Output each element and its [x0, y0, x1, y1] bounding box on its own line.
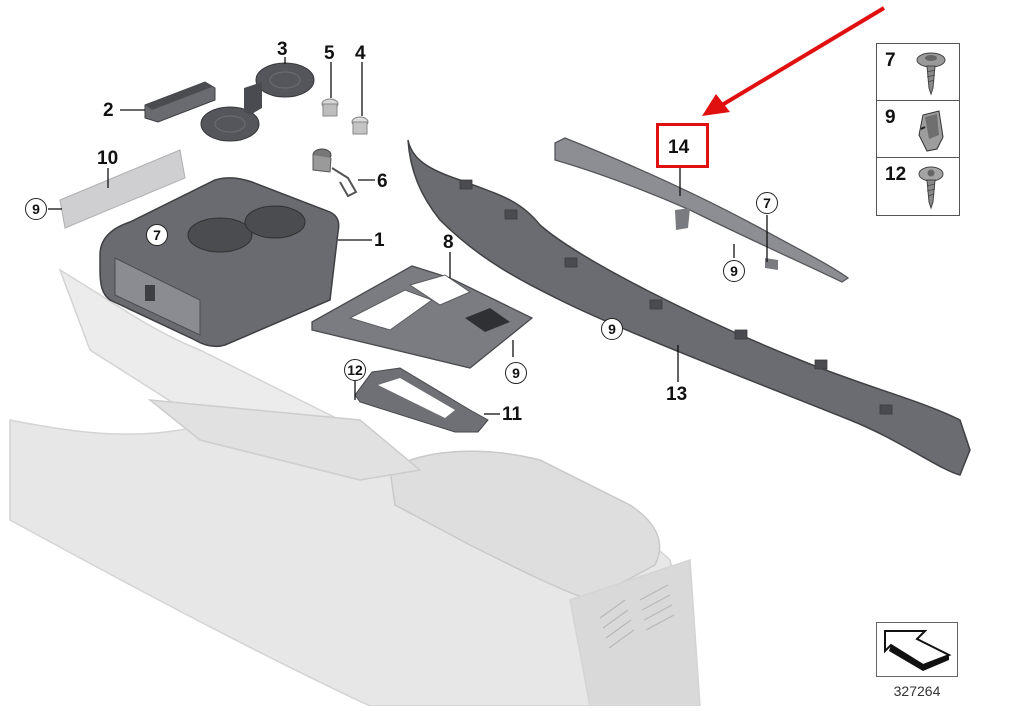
- circled-callout-12: 12: [344, 359, 366, 381]
- callout-8: 8: [443, 232, 454, 253]
- callout-4: 4: [355, 43, 366, 64]
- part-14-trim-strip: [554, 137, 850, 283]
- legend-row-12: 12: [877, 158, 959, 215]
- part-11-bracket: [354, 367, 489, 433]
- part-3-mats: [200, 62, 315, 142]
- callout-5: 5: [324, 43, 335, 64]
- legend-number: 9: [885, 107, 896, 128]
- view-direction-box: [876, 622, 958, 677]
- legend-number: 7: [885, 50, 896, 71]
- highlight-arrow: [702, 6, 886, 116]
- part-10-strip: [59, 149, 186, 229]
- circled-callout-9-shift-trim: 9: [505, 362, 527, 384]
- callout-13: 13: [666, 384, 688, 405]
- part-6-socket: [312, 148, 358, 198]
- center-console-ghost: [9, 268, 701, 707]
- fastener-legend: 7 9 12: [876, 43, 960, 216]
- screw-flat-head-icon: [918, 166, 944, 210]
- callout-3: 3: [277, 39, 288, 60]
- part-1-cupholder: [99, 177, 340, 348]
- part-13-long-trim: [407, 139, 971, 476]
- screw-washer-head-icon: [916, 52, 946, 96]
- circled-callout-9-strip: 9: [25, 198, 47, 220]
- view-direction-arrow-icon: [884, 630, 952, 671]
- part-8-shift-trim: [311, 265, 534, 369]
- part-5-plug: [321, 98, 339, 117]
- legend-row-7: 7: [877, 44, 959, 101]
- part-2-tray: [144, 81, 216, 123]
- legend-number: 12: [885, 164, 907, 185]
- callout-14: 14: [668, 137, 690, 158]
- diagram-code: 327264: [893, 683, 941, 699]
- highlight-box-14: [656, 123, 709, 168]
- callout-1: 1: [374, 230, 385, 251]
- circled-callout-7-trim-strip: 7: [756, 192, 778, 214]
- spring-clip-nut-icon: [918, 110, 944, 152]
- callout-10: 10: [97, 148, 119, 169]
- callout-11: 11: [502, 404, 523, 425]
- part-4-plug: [351, 116, 369, 135]
- callout-2: 2: [103, 100, 114, 121]
- circled-callout-9-trim-strip: 9: [723, 260, 745, 282]
- callout-6: 6: [377, 171, 388, 192]
- circled-callout-7-cupholder: 7: [146, 224, 168, 246]
- circled-callout-9-long-trim: 9: [601, 318, 623, 340]
- legend-row-9: 9: [877, 101, 959, 158]
